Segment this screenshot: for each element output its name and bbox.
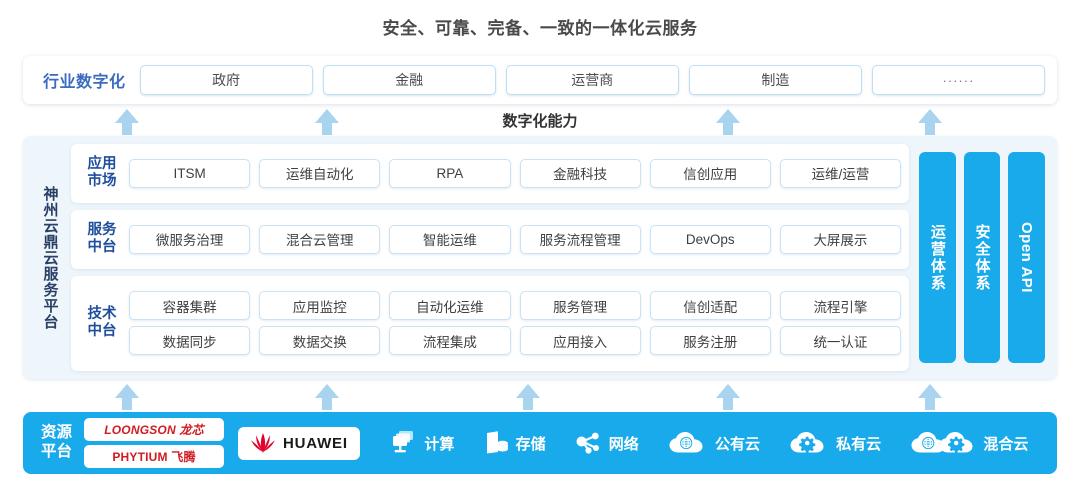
capability-cell[interactable]: 流程集成 xyxy=(389,326,511,356)
resource-item-label: 计算 xyxy=(424,435,455,453)
capability-cell[interactable]: 运维自动化 xyxy=(259,158,381,188)
vertical-pillar-group: 运营体系 安全体系 Open API xyxy=(909,144,1047,371)
capability-cell[interactable]: 大屏展示 xyxy=(779,224,902,254)
resource-platform-label: 资源 平台 xyxy=(41,424,73,460)
capability-cell[interactable]: 数据同步 xyxy=(129,326,251,356)
network-icon xyxy=(576,432,599,454)
industry-row: 行业数字化 政府 金融 运营商 制造 ······ xyxy=(23,56,1057,104)
resource-item-hybrid-cloud[interactable]: 混合云 xyxy=(910,430,1028,456)
resource-item-public-cloud[interactable]: 公有云 xyxy=(668,430,760,456)
industry-chip[interactable]: 运营商 xyxy=(505,65,679,95)
up-arrow-icon xyxy=(716,109,740,135)
industry-row-label: 行业数字化 xyxy=(43,74,126,91)
resource-item-list: 计算 存储 xyxy=(360,430,1043,456)
page-title: 安全、可靠、完备、一致的一体化云服务 xyxy=(382,19,698,38)
resource-item-label: 网络 xyxy=(608,435,639,453)
capability-cell[interactable]: 混合云管理 xyxy=(259,224,381,254)
industry-chip-list: 政府 金融 运营商 制造 ······ xyxy=(139,65,1045,95)
resource-item-storage[interactable]: 存储 xyxy=(484,430,546,456)
pillar-security-system[interactable]: 安全体系 xyxy=(963,152,1001,363)
capability-label: 数字化能力 xyxy=(502,112,578,130)
capability-cell[interactable]: 信创应用 xyxy=(649,158,771,188)
hybrid-cloud-icon xyxy=(911,432,973,453)
pillar-label: 安全体系 xyxy=(973,223,991,292)
compute-icon xyxy=(393,431,414,453)
resource-item-network[interactable]: 网络 xyxy=(575,431,639,455)
industry-chip[interactable]: 制造 xyxy=(688,65,862,95)
capability-cell[interactable]: 智能运维 xyxy=(389,224,511,254)
capability-cell[interactable]: 统一认证 xyxy=(779,326,902,356)
layer-label: 服务 中台 xyxy=(87,221,117,256)
huawei-flower-icon xyxy=(251,433,275,453)
layer-label: 应用 市场 xyxy=(87,155,117,190)
resource-item-private-cloud[interactable]: 私有云 xyxy=(789,430,881,456)
storage-icon xyxy=(486,431,508,454)
capability-cell[interactable]: DevOps xyxy=(649,224,771,254)
layer-row: 微服务治理 混合云管理 智能运维 服务流程管理 DevOps 大屏展示 xyxy=(129,224,902,254)
layer-label: 技术 中台 xyxy=(87,305,117,340)
huawei-label: HUAWEI xyxy=(283,434,348,452)
layer-tech-midend: 技术 中台 容器集群 应用监控 自动化运维 服务管理 信创适配 流程引擎 数据同… xyxy=(71,275,909,371)
up-arrow-icon xyxy=(918,109,942,135)
resource-arrow-strip xyxy=(23,379,1057,411)
resource-item-label: 公有云 xyxy=(714,435,760,453)
resource-item-compute[interactable]: 计算 xyxy=(390,430,454,456)
capability-cell[interactable]: 运维/运营 xyxy=(779,158,902,188)
capability-cell[interactable]: 信创适配 xyxy=(649,291,771,321)
pillar-label: 运营体系 xyxy=(928,223,946,292)
loongson-logo: LOONGSON 龙芯 xyxy=(84,418,225,441)
layer-app-market: 应用 市场 ITSM 运维自动化 RPA 金融科技 信创应用 运维/运营 xyxy=(71,144,909,203)
capability-cell[interactable]: 容器集群 xyxy=(129,291,251,321)
pillar-operations-system[interactable]: 运营体系 xyxy=(919,152,956,363)
up-arrow-icon xyxy=(315,109,339,135)
up-arrow-icon xyxy=(918,384,942,410)
resource-platform-bar: 资源 平台 LOONGSON 龙芯 PHYTIUM 飞腾 HUAWEI xyxy=(23,412,1057,474)
industry-chip[interactable]: 金融 xyxy=(322,65,496,95)
capability-cell[interactable]: 流程引擎 xyxy=(779,291,902,321)
cloud-service-platform-panel: 神州云鼎云服务平台 应用 市场 ITSM 运维自动化 RPA 金融科技 信创应用… xyxy=(23,136,1057,379)
capability-cell[interactable]: ITSM xyxy=(129,158,251,188)
capability-cell[interactable]: 金融科技 xyxy=(519,158,641,188)
public-cloud-icon xyxy=(669,432,703,453)
up-arrow-icon xyxy=(315,384,339,410)
phytium-logo: PHYTIUM 飞腾 xyxy=(84,445,225,468)
industry-chip[interactable]: 政府 xyxy=(139,65,313,95)
up-arrow-icon xyxy=(115,109,139,135)
resource-item-label: 混合云 xyxy=(983,435,1029,453)
industry-chip-more[interactable]: ······ xyxy=(871,65,1045,95)
capability-cell[interactable]: 自动化运维 xyxy=(389,291,511,321)
layer-row: ITSM 运维自动化 RPA 金融科技 信创应用 运维/运营 xyxy=(129,158,902,188)
huawei-logo: HUAWEI xyxy=(238,426,360,460)
capability-cell[interactable]: 数据交换 xyxy=(259,326,381,356)
capability-cell[interactable]: 应用接入 xyxy=(519,326,641,356)
layer-row: 容器集群 应用监控 自动化运维 服务管理 信创适配 流程引擎 xyxy=(129,291,902,321)
resource-item-label: 私有云 xyxy=(836,435,882,453)
capability-cell[interactable]: 服务流程管理 xyxy=(519,224,641,254)
pillar-open-api[interactable]: Open API xyxy=(1008,152,1046,363)
up-arrow-icon xyxy=(115,384,139,410)
platform-layers: 应用 市场 ITSM 运维自动化 RPA 金融科技 信创应用 运维/运营 服务 … xyxy=(67,144,909,371)
capability-cell[interactable]: 服务管理 xyxy=(519,291,641,321)
capability-cell[interactable]: 应用监控 xyxy=(259,291,381,321)
private-cloud-icon xyxy=(790,432,824,453)
chip-vendor-logos: LOONGSON 龙芯 PHYTIUM 飞腾 xyxy=(84,418,225,468)
platform-vertical-title: 神州云鼎云服务平台 xyxy=(41,185,59,330)
up-arrow-icon xyxy=(516,384,540,410)
layer-row: 数据同步 数据交换 流程集成 应用接入 服务注册 统一认证 xyxy=(129,326,902,356)
capability-cell[interactable]: 微服务治理 xyxy=(129,224,251,254)
capability-arrow-strip: 数字化能力 xyxy=(23,104,1057,136)
resource-item-label: 存储 xyxy=(515,435,546,453)
up-arrow-icon xyxy=(716,384,740,410)
pillar-label: Open API xyxy=(1018,222,1036,293)
capability-cell[interactable]: RPA xyxy=(389,158,511,188)
layer-service-midend: 服务 中台 微服务治理 混合云管理 智能运维 服务流程管理 DevOps 大屏展… xyxy=(71,209,909,269)
capability-cell[interactable]: 服务注册 xyxy=(649,326,771,356)
